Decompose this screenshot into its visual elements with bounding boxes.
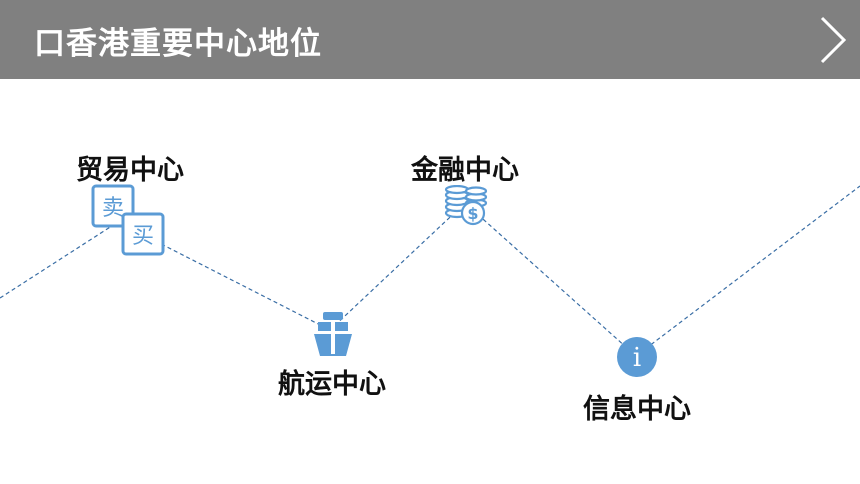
trade-buy-sell-icon: 卖 买: [91, 184, 165, 256]
sell-glyph: 卖: [102, 196, 124, 221]
node-label-trade: 贸易中心: [76, 155, 184, 186]
currency-glyph: $: [467, 204, 478, 223]
info-icon: i: [617, 337, 657, 377]
coins-icon: $: [444, 185, 488, 226]
node-label-shipping: 航运中心: [278, 369, 386, 400]
node-label-information: 信息中心: [583, 394, 691, 425]
buy-glyph: 买: [132, 224, 154, 249]
page-title: 口香港重要中心地位: [34, 26, 322, 62]
next-slide-button[interactable]: [808, 12, 852, 68]
ship-icon: [314, 312, 352, 356]
info-glyph: i: [633, 343, 641, 373]
chevron-right-icon: [820, 16, 847, 64]
node-label-finance: 金融中心: [411, 155, 519, 186]
header-bar: 口香港重要中心地位: [0, 0, 860, 79]
